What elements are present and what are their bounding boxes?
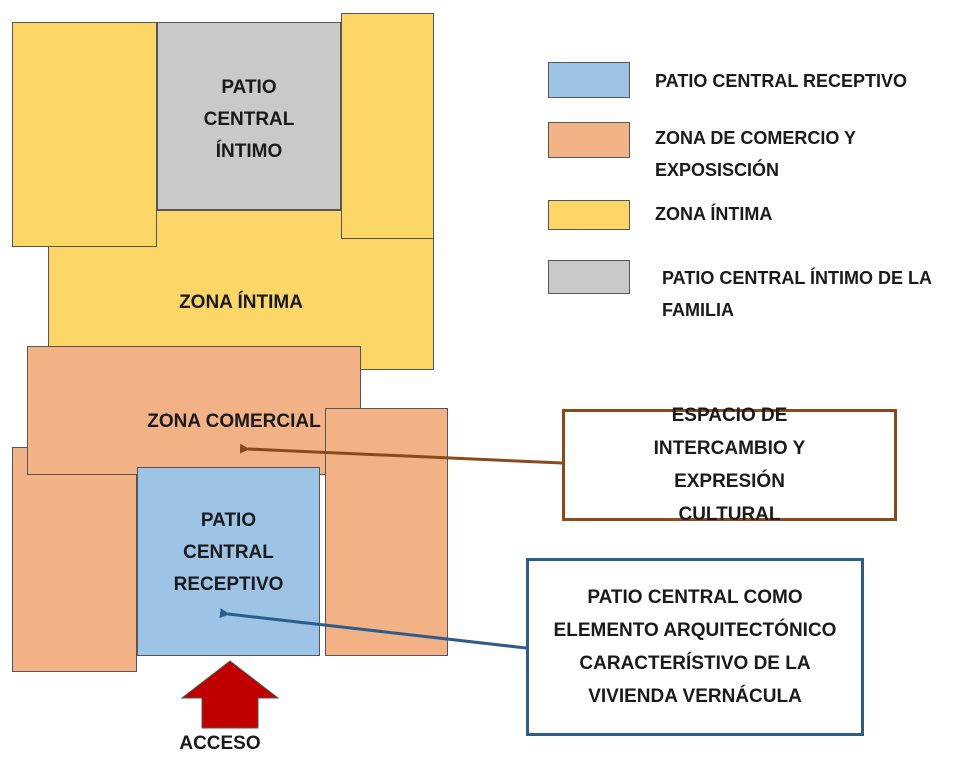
patio-intimo-label-line2: CENTRAL bbox=[203, 109, 295, 130]
patio-receptivo-label-line1: PATIO bbox=[200, 510, 257, 531]
legend-swatch-patio-intimo bbox=[548, 260, 630, 294]
legend-swatch-zona-intima bbox=[548, 200, 630, 230]
legend-label-patio-intimo: PATIO CENTRAL ÍNTIMO DE LA FAMILIA bbox=[662, 268, 932, 320]
callout-intercambio-text: ESPACIO DE INTERCAMBIO Y EXPRESIÓN CULTU… bbox=[653, 405, 806, 525]
zona-comercial-block-right bbox=[325, 408, 448, 656]
patio-receptivo-label-line2: CENTRAL bbox=[183, 542, 274, 563]
acceso-label: ACCESO bbox=[179, 733, 261, 754]
arrow-to-zona-comercial bbox=[239, 443, 563, 465]
zona-intima-block-left bbox=[12, 22, 157, 247]
legend-label-zona-comercio: ZONA DE COMERCIO Y EXPOSISCIÓN bbox=[655, 128, 856, 180]
patio-receptivo-label: PATIO CENTRAL RECEPTIVO bbox=[137, 505, 320, 601]
patio-intimo-block bbox=[157, 22, 341, 210]
legend-swatch-patio-receptivo bbox=[548, 62, 630, 98]
zona-comercial-label: ZONA COMERCIAL bbox=[147, 411, 321, 432]
legend-swatch-zona-comercio bbox=[548, 122, 630, 158]
patio-intimo-label-line1: PATIO bbox=[221, 77, 277, 98]
callout-intercambio: ESPACIO DE INTERCAMBIO Y EXPRESIÓN CULTU… bbox=[562, 405, 897, 525]
patio-intimo-label: PATIO CENTRAL ÍNTIMO bbox=[157, 72, 341, 168]
patio-receptivo-block bbox=[137, 467, 320, 656]
arrow-to-patio-receptivo bbox=[219, 608, 527, 650]
acceso-arrow-icon bbox=[180, 660, 280, 729]
zona-comercial-block-top bbox=[27, 346, 361, 475]
callout-patio-central-text: PATIO CENTRAL COMO ELEMENTO ARQUITECTÓNI… bbox=[553, 587, 837, 707]
zona-intima-label: ZONA ÍNTIMA bbox=[179, 292, 303, 313]
zona-intima-block-right bbox=[341, 13, 434, 239]
legend-label-zona-intima: ZONA ÍNTIMA bbox=[655, 204, 773, 224]
zona-comercial-block-left bbox=[12, 447, 137, 672]
patio-receptivo-label-line3: RECEPTIVO bbox=[173, 574, 284, 595]
legend-label-patio-receptivo: PATIO CENTRAL RECEPTIVO bbox=[655, 71, 908, 91]
patio-intimo-label-line3: ÍNTIMO bbox=[215, 141, 283, 162]
callout-patio-central: PATIO CENTRAL COMO ELEMENTO ARQUITECTÓNI… bbox=[526, 558, 864, 736]
